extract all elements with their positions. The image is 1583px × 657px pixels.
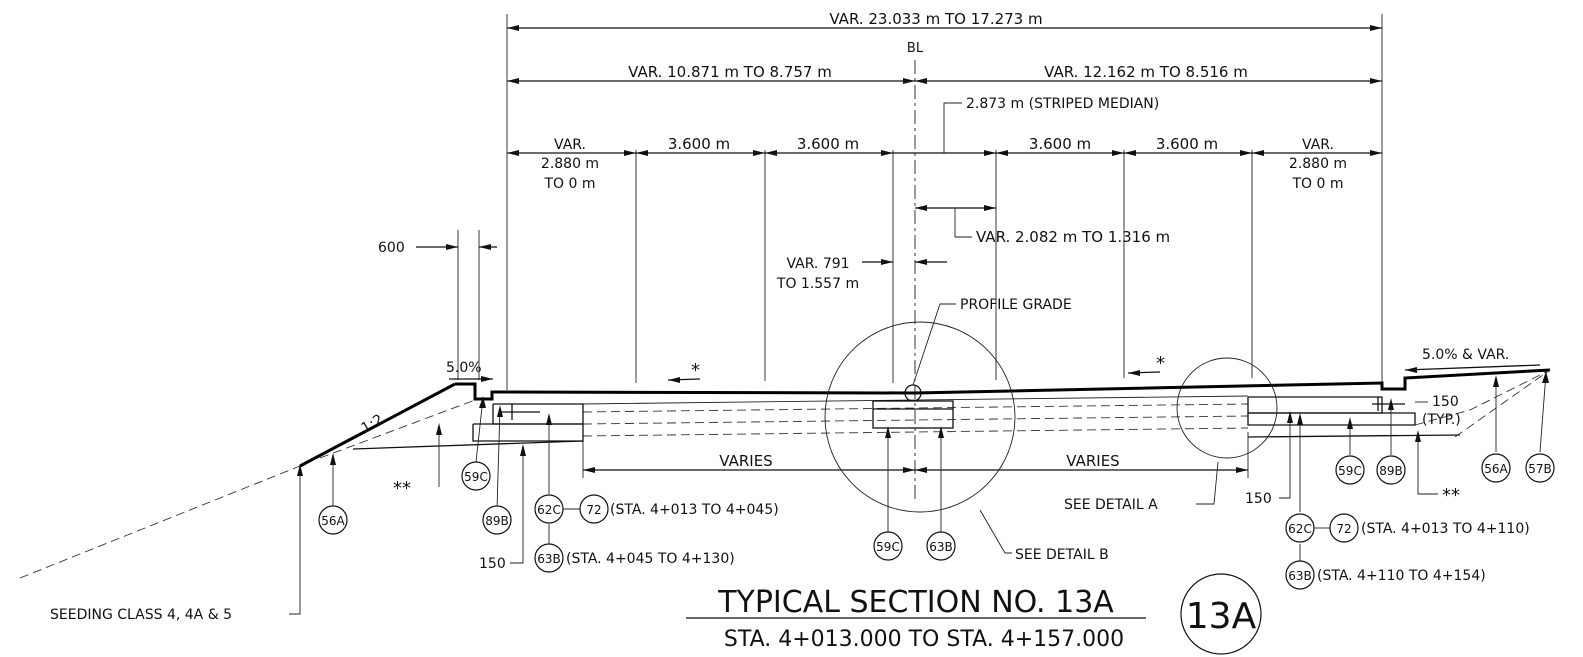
dim-600: 600: [378, 240, 405, 256]
dim-right-shoulder-to: TO 0 m: [1291, 176, 1343, 192]
section-subtitle: STA. 4+013.000 TO STA. 4+157.000: [724, 627, 1124, 652]
callout-89b-left-text: 89B: [485, 514, 509, 528]
leader-lines: [289, 303, 1549, 615]
baseline-label: BL: [907, 41, 924, 56]
callout-72-right: 72: [1329, 513, 1359, 543]
callout-59c-left: 59C: [461, 461, 491, 491]
callout-59c-right: 59C: [1335, 455, 1365, 485]
dim-striped-median: 2.873 m (STRIPED MEDIAN): [966, 96, 1159, 112]
slope-left-label: 5.0%: [446, 360, 482, 376]
callout-63b-right: 63B: [1285, 560, 1315, 590]
dim-right-half: VAR. 12.162 m TO 8.516 m: [1044, 63, 1248, 81]
callout-59c-mid-text: 59C: [876, 540, 900, 554]
callout-72-right-text: 72: [1336, 522, 1351, 536]
dim-overall: VAR. 23.033 m TO 17.273 m: [829, 10, 1042, 28]
see-detail-a-label: SEE DETAIL A: [1064, 497, 1158, 513]
callout-56a-right-text: 56A: [1484, 462, 1508, 476]
callout-59c-right-text: 59C: [1338, 464, 1362, 478]
dim-right-shoulder-width: 2.880 m: [1289, 156, 1347, 172]
seeding-label: SEEDING CLASS 4, 4A & 5: [50, 607, 232, 623]
callout-89b-right-text: 89B: [1379, 464, 1403, 478]
callout-63b-mid-text: 63B: [929, 540, 953, 554]
callout-56a-left-text: 56A: [321, 514, 345, 528]
callout-59c-mid: 59C: [873, 531, 903, 561]
dim-left-half: VAR. 10.871 m TO 8.757 m: [628, 63, 832, 81]
callout-57b-right-text: 57B: [1528, 462, 1552, 476]
dim-lane-right-2: 3.600 m: [1156, 135, 1218, 153]
dim-150-right: 150: [1245, 491, 1272, 507]
star-right: *: [1156, 353, 1165, 374]
see-detail-b-label: SEE DETAIL B: [1015, 547, 1109, 563]
dim-150-left: 150: [479, 556, 506, 572]
station-right-63b: (STA. 4+110 TO 4+154): [1317, 568, 1486, 584]
dim-lane-left-1: 3.600 m: [668, 135, 730, 153]
double-star-right: **: [1442, 485, 1460, 506]
dim-lane-right-1: 3.600 m: [1029, 135, 1091, 153]
callout-bubbles: 59C 89B 56A 62C 72 (STA. 4+013 TO 4+045)…: [318, 453, 1555, 590]
dim-varies-left: VARIES: [719, 452, 772, 470]
callout-72-left-text: 72: [586, 503, 601, 517]
dim-lane-left-2: 3.600 m: [797, 135, 859, 153]
double-star-left: **: [393, 478, 411, 499]
dim-left-shoulder-var: VAR.: [554, 137, 586, 153]
dim-left-shoulder-to: TO 0 m: [543, 176, 595, 192]
callout-56a-right: 56A: [1481, 453, 1511, 483]
profile-grade-label: PROFILE GRADE: [960, 297, 1072, 313]
callout-56a-left: 56A: [318, 505, 348, 535]
dim-right-shoulder-var: VAR.: [1302, 137, 1334, 153]
section-title: TYPICAL SECTION NO. 13A: [717, 585, 1114, 620]
callout-59c-left-text: 59C: [464, 470, 488, 484]
callout-89b-right: 89B: [1376, 455, 1406, 485]
roadway-section: [19, 321, 1551, 579]
dim-offset-left-a: VAR. 791: [786, 256, 849, 272]
callout-63b-mid: 63B: [926, 531, 956, 561]
section-badge: 13A: [1186, 596, 1257, 637]
callout-63b-right-text: 63B: [1288, 569, 1312, 583]
callout-63b-left-text: 63B: [537, 552, 561, 566]
dim-left-shoulder-width: 2.880 m: [541, 156, 599, 172]
dimension-texts: VAR. 23.033 m TO 17.273 m BL VAR. 10.871…: [378, 10, 1461, 572]
callout-62c-left-text: 62C: [537, 503, 561, 517]
dim-150-typ-a: 150: [1432, 394, 1459, 410]
dim-varies-right: VARIES: [1066, 452, 1119, 470]
callout-63b-left: 63B: [534, 543, 564, 573]
station-left-63b: (STA. 4+045 TO 4+130): [566, 551, 735, 567]
slope-right-label: 5.0% & VAR.: [1422, 347, 1509, 363]
dim-150-typ-b: (TYP.): [1422, 412, 1461, 428]
star-left: *: [691, 360, 700, 381]
station-right-72: (STA. 4+013 TO 4+110): [1361, 521, 1530, 537]
callout-62c-right: 62C: [1285, 513, 1315, 543]
callout-62c-left: 62C: [534, 494, 564, 524]
station-left-72: (STA. 4+013 TO 4+045): [610, 502, 779, 518]
dim-offset-left-b: TO 1.557 m: [776, 276, 859, 292]
dim-offset-right: VAR. 2.082 m TO 1.316 m: [976, 228, 1170, 246]
callout-57b-right: 57B: [1525, 453, 1555, 483]
callout-62c-right-text: 62C: [1288, 522, 1312, 536]
callout-89b-left: 89B: [482, 505, 512, 535]
dimension-lines: [416, 14, 1383, 500]
callout-72-left: 72: [579, 494, 609, 524]
title-block: TYPICAL SECTION NO. 13A STA. 4+013.000 T…: [686, 573, 1262, 655]
